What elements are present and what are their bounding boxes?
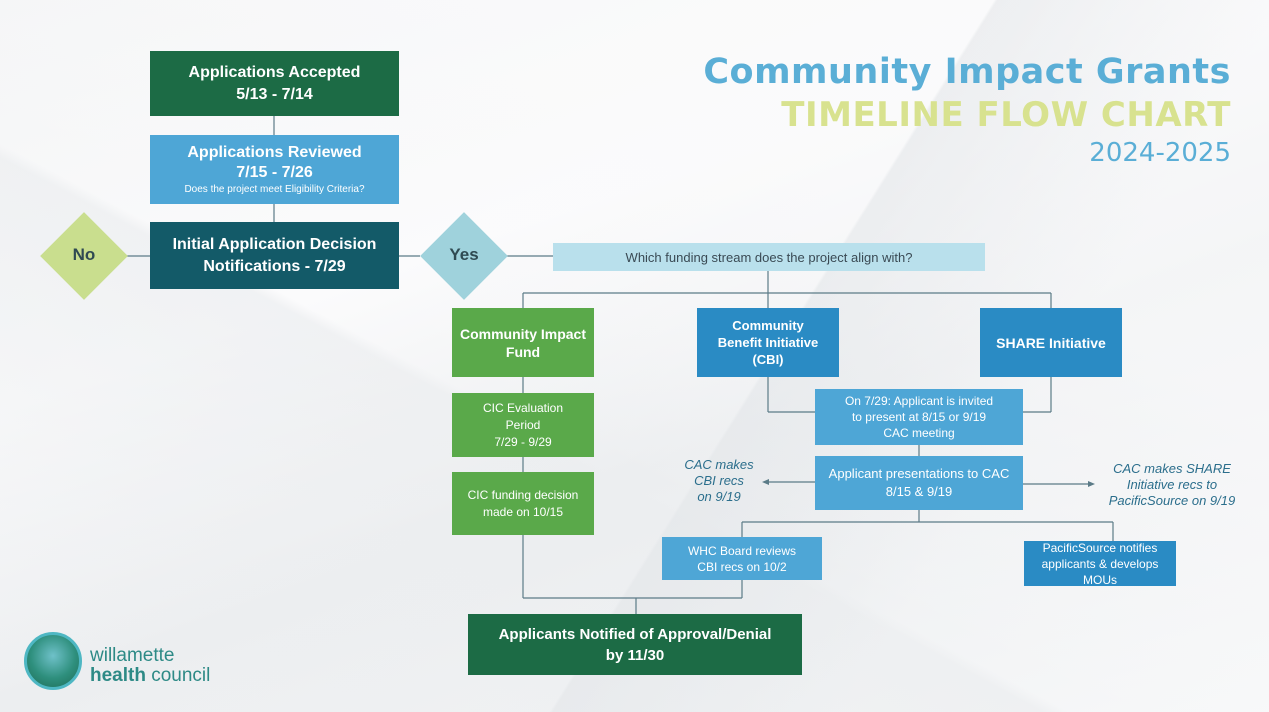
whc-board-line2: CBI recs on 10/2: [697, 559, 787, 574]
cic-decision-box: CIC funding decision made on 10/15: [452, 472, 594, 535]
cac-share-line1: CAC makes SHARE: [1113, 461, 1231, 476]
no-label: No: [72, 245, 96, 264]
applications-reviewed-box: Applications Reviewed 7/15 - 7/26 Does t…: [150, 135, 399, 204]
pacificsource-line2: applicants & develops MOUs: [1041, 556, 1159, 587]
cac-cbi-line3: on 9/19: [697, 489, 741, 504]
cac-cbi-line1: CAC makes: [684, 457, 754, 472]
initial-decision-date: Notifications - 7/29: [203, 257, 346, 275]
cac-cbi-recs-note: CAC makes CBI recs on 9/19: [676, 457, 762, 505]
community-impact-fund-line2: Fund: [505, 343, 541, 360]
share-initiative-box: SHARE Initiative: [980, 308, 1122, 377]
applicants-notified-line1: Applicants Notified of Approval/Denial: [498, 625, 772, 643]
funding-stream-question: Which funding stream does the project al…: [625, 249, 913, 265]
whc-board-line1: WHC Board reviews: [687, 543, 797, 558]
cic-evaluation-line1: CIC Evaluation: [482, 400, 564, 415]
pacificsource-line1: PacificSource notifies: [1042, 540, 1158, 555]
pacificsource-box: PacificSource notifies applicants & deve…: [1024, 540, 1176, 587]
share-initiative-label: SHARE Initiative: [996, 334, 1106, 351]
chart-subtitle: TIMELINE FLOW CHART: [781, 95, 1231, 135]
cic-decision-line2: made on 10/15: [482, 504, 564, 519]
initial-decision-label: Initial Application Decision: [172, 235, 377, 253]
applications-accepted-dates: 5/13 - 7/14: [236, 85, 313, 103]
community-impact-fund-box: Community Impact Fund: [452, 308, 594, 377]
cic-decision-line1: CIC funding decision: [467, 487, 579, 502]
chart-year: 2024-2025: [1089, 138, 1231, 168]
invite-line2: to present at 8/15 or 9/19: [851, 410, 987, 424]
initial-decision-box: Initial Application Decision Notificatio…: [150, 222, 399, 289]
applications-accepted-box: Applications Accepted 5/13 - 7/14: [150, 51, 399, 116]
cbi-line3: (CBI): [752, 352, 784, 367]
applications-reviewed-label: Applications Reviewed: [187, 143, 362, 161]
cac-share-line2: Initiative recs to: [1126, 477, 1218, 492]
presentation-invite-box: On 7/29: Applicant is invited to present…: [815, 389, 1023, 445]
chart-title: Community Impact Grants: [703, 52, 1231, 92]
invite-line1: On 7/29: Applicant is invited: [844, 394, 994, 408]
applications-reviewed-dates: 7/15 - 7/26: [236, 163, 313, 181]
presentations-dates: 8/15 & 9/19: [885, 484, 953, 499]
applicants-notified-box: Applicants Notified of Approval/Denial b…: [468, 614, 802, 675]
cac-cbi-line2: CBI recs: [694, 473, 744, 488]
cbi-box: Community Benefit Initiative (CBI): [697, 308, 839, 377]
cic-evaluation-line2: Period: [505, 417, 541, 432]
cbi-line2: Benefit Initiative: [717, 335, 819, 350]
logo-text-willamette: willamette: [90, 645, 175, 666]
funding-stream-question-box: Which funding stream does the project al…: [553, 243, 985, 271]
cic-evaluation-box: CIC Evaluation Period 7/29 - 9/29: [452, 393, 594, 457]
invite-line3: CAC meeting: [883, 426, 955, 440]
logo-text-health: health: [90, 665, 146, 686]
cic-evaluation-dates: 7/29 - 9/29: [494, 434, 552, 449]
community-impact-fund-line1: Community Impact: [459, 325, 586, 342]
eligibility-question: Does the project meet Eligibility Criter…: [184, 183, 365, 195]
presentations-line1: Applicant presentations to CAC: [828, 466, 1010, 481]
cac-share-recs-note: CAC makes SHARE Initiative recs to Pacif…: [1093, 461, 1251, 509]
cac-share-line3: PacificSource on 9/19: [1108, 493, 1236, 508]
cac-presentations-box: Applicant presentations to CAC 8/15 & 9/…: [815, 456, 1023, 510]
willamette-logo-icon: [24, 632, 82, 690]
logo-text-health-council: health council: [90, 665, 210, 687]
logo-text-council: council: [145, 665, 211, 686]
cbi-line1: Community: [732, 318, 804, 333]
yes-label: Yes: [449, 245, 479, 264]
applicants-notified-line2: by 11/30: [605, 646, 665, 664]
whc-board-box: WHC Board reviews CBI recs on 10/2: [662, 537, 822, 580]
applications-accepted-label: Applications Accepted: [188, 63, 361, 81]
